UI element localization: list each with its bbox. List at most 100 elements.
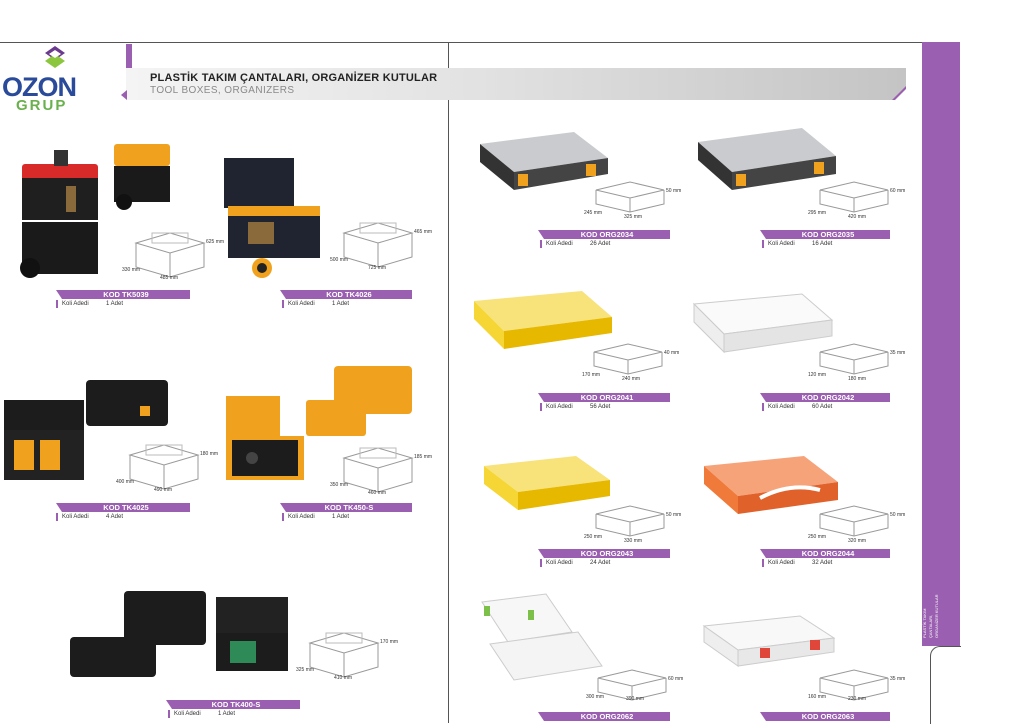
dimension-diagram: 350 mm 460 mm 185 mm <box>330 440 433 500</box>
dimension-width: 230 mm <box>848 696 867 702</box>
dimension-diagram: 300 mm 390 mm 60 mm <box>584 664 684 716</box>
product-code: KOD ORG2035 <box>760 230 890 239</box>
qty-row: Koli Adedi 56 Adet <box>540 403 610 411</box>
product-image <box>480 132 608 190</box>
dimension-depth: 350 mm <box>330 482 349 488</box>
qty-row: Koli Adedi 1 Adet <box>282 300 349 308</box>
dimension-depth: 160 mm <box>808 694 827 700</box>
page-title: PLASTİK TAKIM ÇANTALARI, ORGANİZER KUTUL… <box>150 72 438 84</box>
dimension-diagram: 120 mm 180 mm 35 mm <box>806 338 906 390</box>
qty-label: Koli Adedi <box>62 514 89 520</box>
dimension-height: 170 mm <box>380 639 399 645</box>
page-divider <box>448 42 449 723</box>
qty-value: 4 Adet <box>106 514 124 520</box>
side-tab-notch <box>930 646 961 724</box>
product-code: KOD ORG2034 <box>538 230 670 239</box>
product-image <box>70 591 288 677</box>
qty-label: Koli Adedi <box>768 560 795 566</box>
dimension-depth: 170 mm <box>582 372 601 378</box>
dimension-depth: 300 mm <box>586 694 605 700</box>
dimension-depth: 325 mm <box>296 667 315 673</box>
dimension-depth: 400 mm <box>116 479 135 485</box>
dimension-height: 185 mm <box>414 454 433 460</box>
qty-row: Koli Adedi 4 Adet <box>56 513 123 521</box>
qty-label: Koli Adedi <box>288 514 315 520</box>
product-code: KOD TK450-S <box>280 503 412 512</box>
dimension-depth: 250 mm <box>584 534 603 540</box>
dimension-depth: 500 mm <box>330 257 349 263</box>
header-accent <box>126 44 132 74</box>
product-image <box>224 158 320 278</box>
dimension-height: 50 mm <box>666 512 682 518</box>
side-tab-line: ÇANTALARI, <box>928 614 933 638</box>
qty-label: Koli Adedi <box>546 404 573 410</box>
product-code: KOD ORG2044 <box>760 549 890 558</box>
product-code: KOD TK4025 <box>56 503 190 512</box>
qty-value: 56 Adet <box>590 404 611 410</box>
dimension-height: 465 mm <box>414 229 433 235</box>
qty-row: Koli Adedi 1 Adet <box>282 513 349 521</box>
product-code: KOD ORG2041 <box>538 393 670 402</box>
side-tab-line: PLASTİK TAKIM <box>922 608 927 638</box>
section-side-tab <box>922 42 960 646</box>
product-code: KOD ORG2043 <box>538 549 670 558</box>
qty-value: 1 Adet <box>332 514 350 520</box>
dimension-diagram: 245 mm 325 mm 50 mm <box>582 176 682 228</box>
side-tab-line: ORGANİZER KUTULAR <box>934 594 939 638</box>
dimension-width: 485 mm <box>160 275 179 281</box>
product-code: KOD ORG2042 <box>760 393 890 402</box>
dimension-width: 490 mm <box>154 487 173 493</box>
product-image <box>481 593 603 681</box>
brand-sub: GRUP <box>16 97 68 114</box>
product-image <box>692 293 834 354</box>
dimension-width: 460 mm <box>368 490 387 496</box>
dimension-width: 320 mm <box>848 538 867 544</box>
page-subtitle: TOOL BOXES, ORGANIZERS <box>150 85 295 96</box>
dimension-height: 35 mm <box>890 350 906 356</box>
dimension-height: 40 mm <box>664 350 680 356</box>
dimension-diagram: 170 mm 240 mm 40 mm <box>580 338 680 390</box>
qty-value: 1 Adet <box>332 301 350 307</box>
product-code: KOD ORG2063 <box>760 712 890 721</box>
dimension-width: 180 mm <box>848 376 867 382</box>
dimension-height: 60 mm <box>668 676 684 682</box>
product-image <box>702 615 836 667</box>
dimension-height: 50 mm <box>666 188 682 194</box>
dimension-depth: 295 mm <box>808 210 827 216</box>
dimension-depth: 120 mm <box>808 372 827 378</box>
dimension-width: 390 mm <box>626 696 645 702</box>
dimension-depth: 245 mm <box>584 210 603 216</box>
dimension-height: 60 mm <box>890 188 906 194</box>
dimension-depth: 250 mm <box>808 534 827 540</box>
qty-value: 1 Adet <box>106 301 124 307</box>
qty-value: 16 Adet <box>812 241 833 247</box>
qty-label: Koli Adedi <box>768 404 795 410</box>
dimension-width: 330 mm <box>624 538 643 544</box>
qty-label: Koli Adedi <box>288 301 315 307</box>
corner-fold-icon <box>892 86 906 100</box>
qty-value: 24 Adet <box>590 560 611 566</box>
product-image <box>20 150 98 278</box>
product-code: KOD TK5039 <box>56 290 190 299</box>
dimension-diagram: 250 mm 320 mm 50 mm <box>806 500 906 552</box>
qty-label: Koli Adedi <box>768 241 795 247</box>
product-image <box>226 366 412 480</box>
dimension-width: 240 mm <box>622 376 641 382</box>
arrow-left-icon <box>121 90 127 100</box>
product-image <box>474 291 612 349</box>
dimension-diagram: 330 mm 485 mm 625 mm <box>122 225 224 285</box>
product-code: KOD ORG2062 <box>538 712 670 721</box>
brand-logo: OZON GRUP <box>2 46 114 114</box>
dimension-width: 420 mm <box>848 214 867 220</box>
product-image <box>704 456 838 514</box>
qty-row: Koli Adedi 16 Adet <box>762 240 832 248</box>
product-code: KOD TK400-S <box>166 700 300 709</box>
dimension-width: 325 mm <box>624 214 643 220</box>
qty-value: 60 Adet <box>812 404 833 410</box>
product-code: KOD TK4026 <box>280 290 412 299</box>
product-image <box>4 380 168 480</box>
dimension-diagram: 295 mm 420 mm 60 mm <box>806 176 906 228</box>
